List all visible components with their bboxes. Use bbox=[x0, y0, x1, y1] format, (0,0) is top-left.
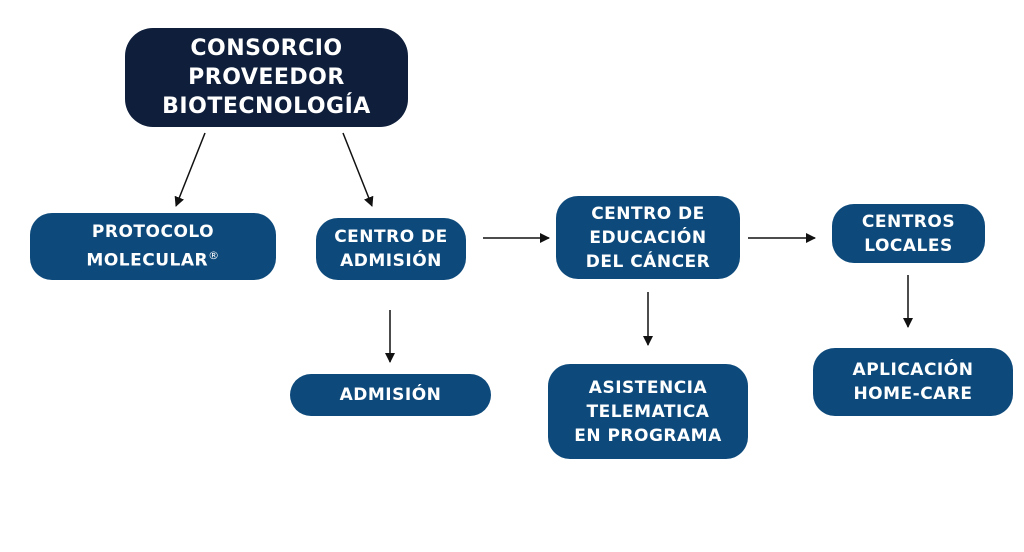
node-label: CENTROS LOCALES bbox=[861, 211, 956, 256]
node-label: ADMISIÓN bbox=[339, 385, 442, 405]
node-label: APLICACIÓN HOME-CARE bbox=[852, 360, 974, 404]
node-label: CENTRO DE ADMISIÓN bbox=[334, 227, 448, 271]
node-centros-locales: CENTROS LOCALES bbox=[832, 204, 985, 263]
node-label: CONSORCIO PROVEEDOR BIOTECNOLOGÍA bbox=[162, 36, 371, 119]
node-asistencia-telematica: ASISTENCIA TELEMATICA EN PROGRAMA bbox=[548, 364, 748, 459]
node-protocolo-molecular: PROTOCOLO MOLECULAR® bbox=[30, 213, 276, 280]
node-admision: ADMISIÓN bbox=[290, 374, 491, 416]
node-consorcio: CONSORCIO PROVEEDOR BIOTECNOLOGÍA bbox=[125, 28, 408, 127]
registered-mark: ® bbox=[208, 249, 220, 263]
node-label: ASISTENCIA TELEMATICA EN PROGRAMA bbox=[574, 377, 722, 446]
node-centro-educacion: CENTRO DE EDUCACIÓN DEL CÁNCER bbox=[556, 196, 740, 279]
node-label: CENTRO DE EDUCACIÓN DEL CÁNCER bbox=[585, 203, 711, 272]
node-aplicacion-home-care: APLICACIÓN HOME-CARE bbox=[813, 348, 1013, 416]
node-label: PROTOCOLO MOLECULAR bbox=[86, 222, 215, 271]
arrow-root-to-centro-admision bbox=[342, 132, 374, 207]
node-centro-admision: CENTRO DE ADMISIÓN bbox=[316, 218, 466, 280]
arrow-root-to-protocolo bbox=[174, 132, 206, 207]
